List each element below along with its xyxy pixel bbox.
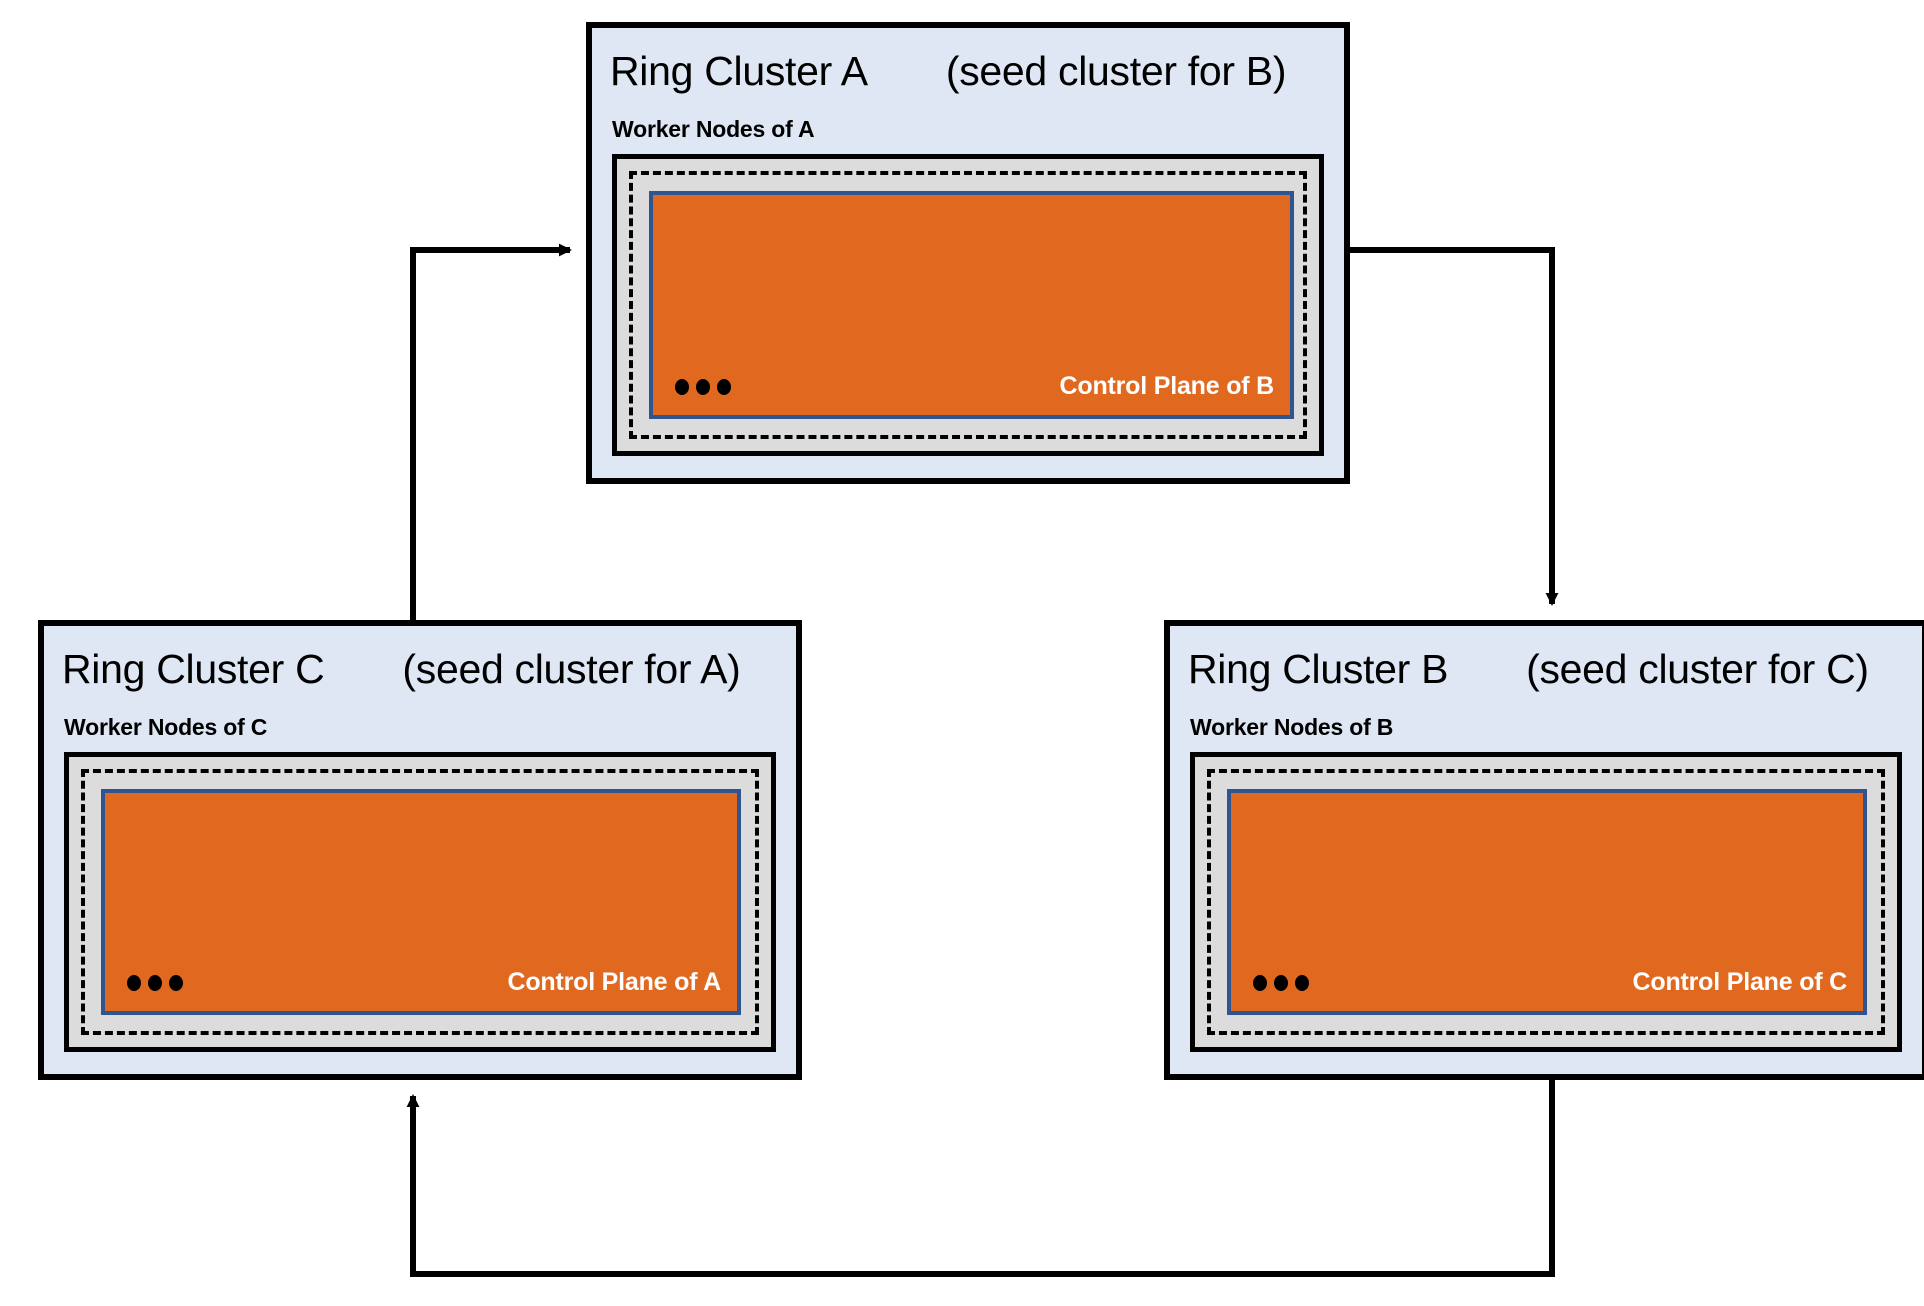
ellipsis-icon-b (1253, 975, 1309, 991)
worker-nodes-group-c[interactable]: Control Plane of A (64, 752, 776, 1052)
worker-nodes-label-c: Worker Nodes of C (64, 714, 268, 740)
arrow-b-to-c (406, 1080, 1555, 1277)
control-plane-box-b[interactable]: Control Plane of C (1227, 789, 1867, 1015)
control-plane-label-c: Control Plane of A (507, 968, 721, 996)
cluster-box-a[interactable]: Ring Cluster A (seed cluster for B) Work… (586, 22, 1350, 484)
ellipsis-icon-a (675, 379, 731, 395)
worker-nodes-group-b[interactable]: Control Plane of C (1190, 752, 1902, 1052)
cluster-seed-note-a: (seed cluster for B) (945, 47, 1287, 94)
worker-nodes-dashed-boundary-c: Control Plane of A (81, 769, 759, 1035)
control-plane-label-a: Control Plane of B (1059, 372, 1275, 400)
cluster-box-b[interactable]: Ring Cluster B (seed cluster for C) Work… (1164, 620, 1924, 1080)
control-plane-box-c[interactable]: Control Plane of A (101, 789, 741, 1015)
worker-nodes-label-b: Worker Nodes of B (1190, 714, 1394, 740)
control-plane-box-a[interactable]: Control Plane of B (649, 191, 1294, 419)
cluster-title-b: Ring Cluster B (seed cluster for C) (1188, 640, 1904, 698)
cluster-name-a: Ring Cluster A (610, 47, 868, 94)
cluster-title-a: Ring Cluster A (seed cluster for B) (610, 42, 1326, 100)
control-plane-label-b: Control Plane of C (1632, 968, 1848, 996)
arrow-a-to-b (1350, 247, 1559, 606)
worker-nodes-dashed-boundary-b: Control Plane of C (1207, 769, 1885, 1035)
worker-nodes-group-a[interactable]: Control Plane of B (612, 154, 1324, 456)
worker-nodes-label-a: Worker Nodes of A (612, 116, 815, 142)
cluster-title-c: Ring Cluster C (seed cluster for A) (62, 640, 778, 698)
cluster-name-b: Ring Cluster B (1188, 645, 1449, 692)
cluster-name-c: Ring Cluster C (62, 645, 325, 692)
arrow-c-to-a (410, 243, 572, 620)
ellipsis-icon-c (127, 975, 183, 991)
cluster-box-c[interactable]: Ring Cluster C (seed cluster for A) Work… (38, 620, 802, 1080)
cluster-seed-note-c: (seed cluster for A) (402, 645, 741, 692)
cluster-seed-note-b: (seed cluster for C) (1526, 645, 1869, 692)
worker-nodes-dashed-boundary-a: Control Plane of B (629, 171, 1307, 439)
